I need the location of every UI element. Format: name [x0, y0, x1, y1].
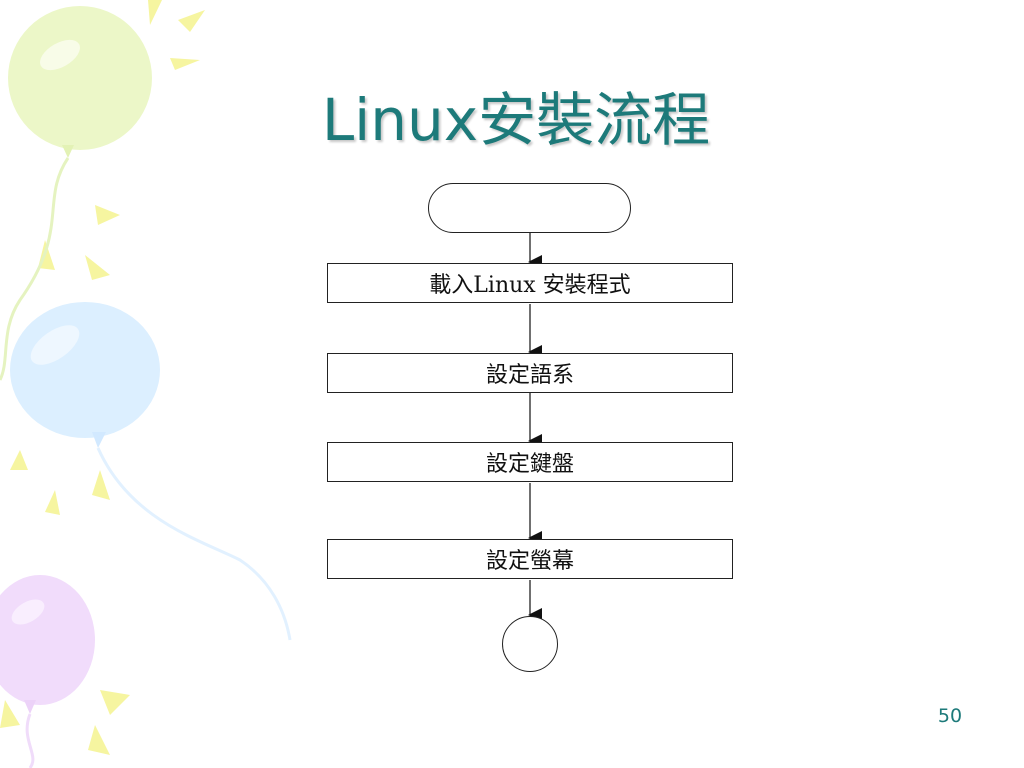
flowchart-step-set-keyboard: 設定鍵盤: [327, 442, 733, 482]
flowchart-start-terminator: [428, 183, 631, 233]
flowchart-step-load-installer: 載入Linux 安裝程式: [327, 263, 733, 303]
balloon-green-icon: [0, 6, 152, 381]
balloon-decoration: [0, 0, 292, 768]
flowchart-step-set-language: 設定語系: [327, 353, 733, 393]
flowchart-step-set-display: 設定螢幕: [327, 539, 733, 579]
balloon-blue-icon: [10, 302, 292, 641]
flowchart-end-terminator: [502, 616, 558, 672]
page-number: 50: [937, 705, 963, 727]
balloon-purple-icon: [0, 575, 95, 768]
slide-title: Linux安裝流程: [321, 86, 711, 154]
